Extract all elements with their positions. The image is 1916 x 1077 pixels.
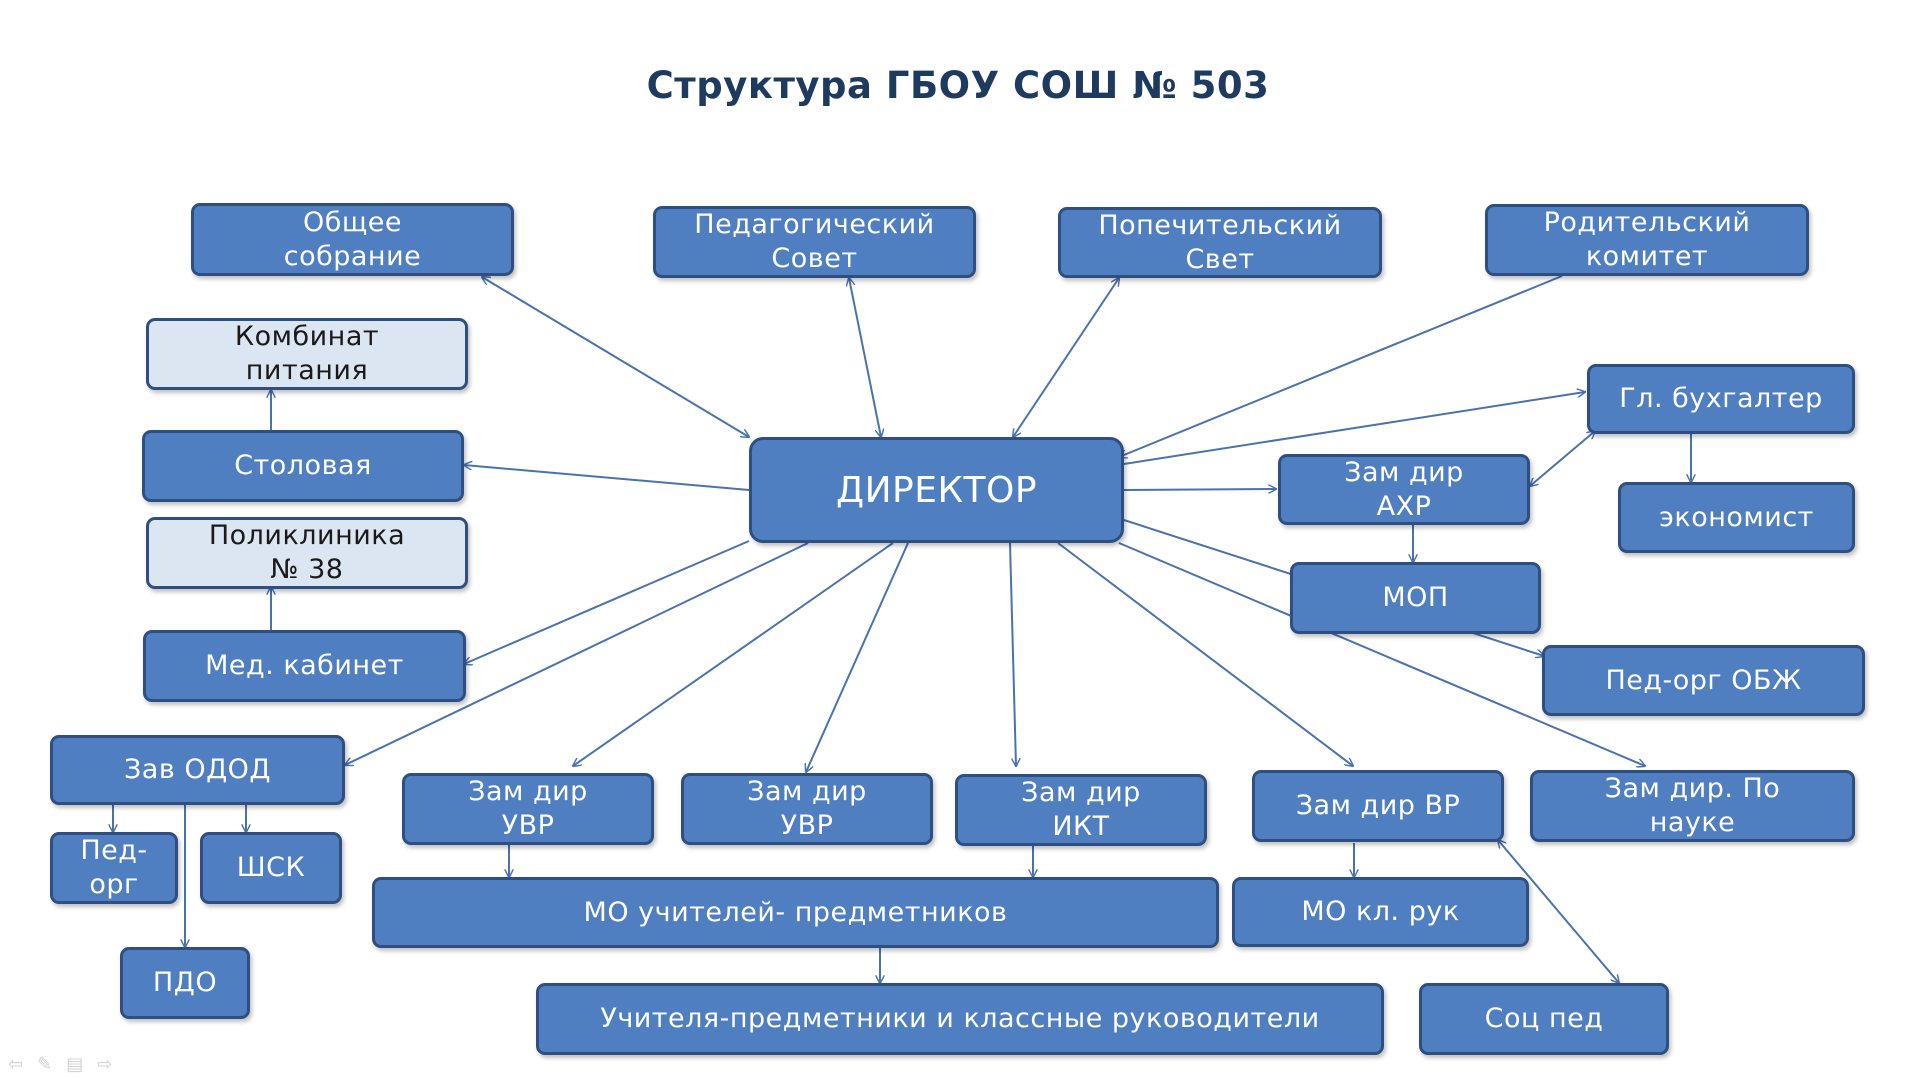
link-glbuh [1123,392,1585,465]
menu-icon[interactable]: ▤ [66,1054,84,1075]
node-zam-dir-vr: Зам дир ВР [1252,770,1504,842]
node-zam-dir-ahr: Зам дир АХР [1278,454,1530,525]
link-roditel [1119,275,1563,457]
node-kombinat-pitaniya: Комбинат питания [146,318,468,390]
node-mop: МОП [1290,562,1541,634]
arrow-left-icon[interactable]: ⇦ [8,1054,24,1075]
link-socped [1498,840,1619,983]
link-zamikt [1009,542,1016,766]
link-pedsovet [849,278,881,437]
link-popech [1013,278,1119,437]
link-zamnauka [1118,542,1645,766]
node-mo-kl-ruk: МО кл. рук [1232,877,1529,947]
node-ekonomist: экономист [1618,482,1855,553]
link-zamahr [1123,489,1276,490]
node-zam-dir-po-nauke: Зам дир. По науке [1530,770,1855,842]
link-zamuvr2 [806,542,909,772]
node-pdo: ПДО [120,947,250,1019]
link-medkab [464,540,750,664]
node-gl-buhgalter: Гл. бухгалтер [1587,364,1855,434]
link-zamvr [1057,542,1353,766]
link-zavodod [345,542,809,765]
node-ped-org-obzh: Пед-орг ОБЖ [1542,645,1865,716]
link-zamuvr1 [573,542,894,766]
node-zam-dir-uvr-2: Зам дир УВР [681,773,933,845]
page-title: Структура ГБОУ СОШ № 503 [646,64,1270,107]
link-ahr-glbuh [1530,431,1595,486]
node-director: ДИРЕКТОР [749,437,1124,543]
pen-icon[interactable]: ✎ [37,1054,53,1075]
node-zam-dir-ikt: Зам дир ИКТ [955,774,1207,846]
node-shsk: ШСК [200,832,342,904]
node-soc-ped: Соц пед [1419,983,1669,1055]
node-zav-odod: Зав ОДОД [50,735,345,805]
link-stolovaya [464,465,750,491]
node-mo-uchiteley: МО учителей- предметников [372,877,1219,948]
node-obshchee-sobranie: Общее собрание [191,203,514,276]
link-obshchee [482,277,749,437]
node-pedagogicheskiy-sovet: Педагогический Совет [653,206,976,278]
node-roditelskiy-komitet: Родительский комитет [1485,204,1809,276]
slide-navigation: ⇦ ✎ ▤ ⇨ [8,1056,112,1074]
node-uchitelya: Учителя-предметники и классные руководит… [536,983,1384,1055]
node-med-kabinet: Мед. кабинет [143,630,466,702]
node-zam-dir-uvr-1: Зам дир УВР [402,773,654,845]
arrow-right-icon[interactable]: ⇨ [97,1054,113,1075]
node-poliklinika: Поликлиника № 38 [146,517,468,589]
node-stolovaya: Столовая [142,430,464,502]
node-popechitelskiy-svet: Попечительский Свет [1058,207,1382,278]
node-ped-org: Пед- орг [50,832,178,904]
